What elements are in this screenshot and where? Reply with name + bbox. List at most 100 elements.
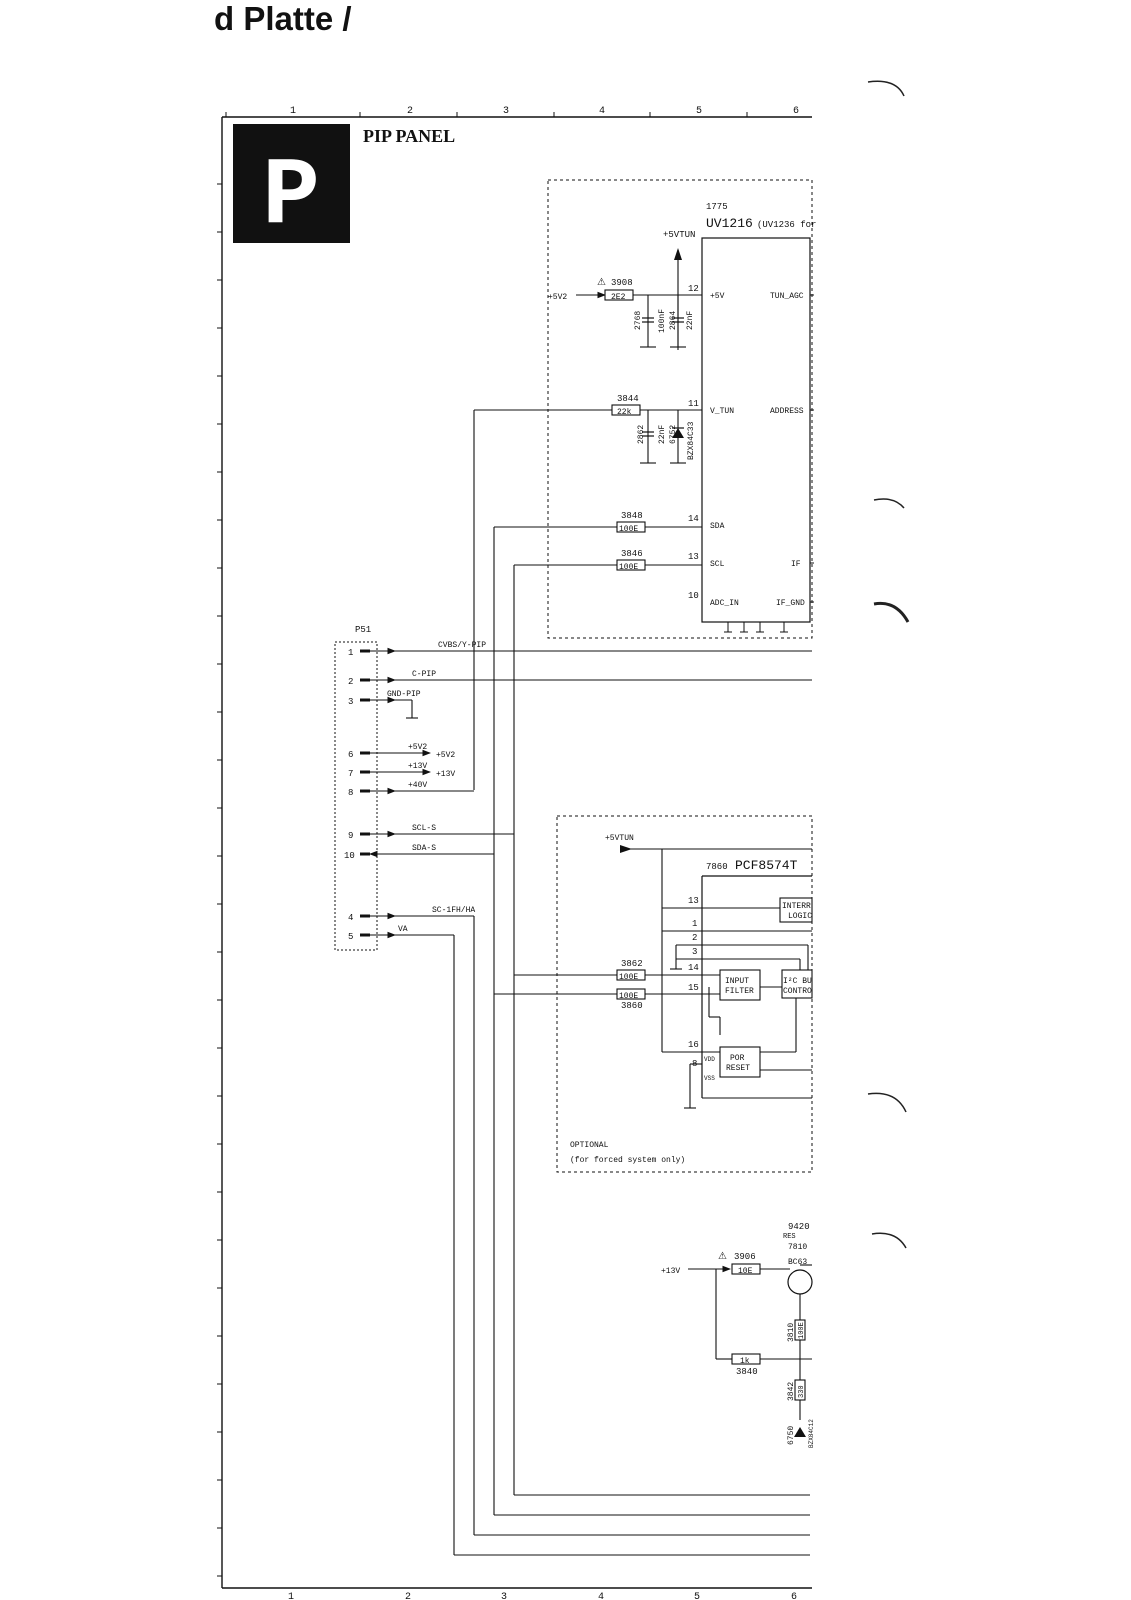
ruler-tick: 1: [288, 1592, 294, 1600]
tuner-type: UV1216: [706, 216, 753, 231]
resistor-3810: [794, 1319, 806, 1341]
pin-num: 6: [348, 750, 353, 760]
pin-name: TUN_AGC: [770, 292, 804, 301]
ruler-tick: 3: [501, 1592, 507, 1600]
optional-note-detail: (for forced system only): [570, 1156, 685, 1165]
pin-num: 14: [688, 514, 699, 524]
component-value: 2E2: [611, 293, 626, 302]
pin-num: 15: [688, 983, 699, 993]
signal-label: +5V2: [408, 743, 427, 752]
component-ref: 2768: [634, 311, 643, 330]
expander-pins: 13 1 2 3 14 15 16 8: [688, 896, 699, 1069]
ruler-tick: 5: [694, 1592, 700, 1600]
pin-num: 13: [688, 896, 699, 906]
pin-name: IF_GND: [776, 599, 805, 608]
pin-name: SCL: [710, 560, 725, 569]
pin-num: 1: [348, 648, 353, 658]
resistor-3848: [616, 521, 646, 533]
component-ref: 3840: [736, 1367, 758, 1377]
por-reset-block: [719, 1046, 761, 1078]
optional-note: OPTIONAL: [570, 1141, 609, 1150]
component-value: BZX84C33: [687, 421, 696, 460]
ruler-tick: 4: [599, 106, 605, 117]
signal-label: +13V: [408, 762, 427, 771]
component-ref: 9420: [788, 1222, 810, 1232]
ruler-tick: 6: [793, 106, 799, 117]
signal-label: SDA-S: [412, 844, 436, 853]
pin-num: 10: [344, 851, 355, 861]
ruler-top: 1 2 3 4 5 6: [290, 106, 799, 117]
resistor-3844: [611, 404, 641, 416]
pin-name: ADDRESS: [770, 407, 804, 416]
resistor-3840: [731, 1353, 761, 1365]
pin-name: +5V: [710, 292, 725, 301]
resistor-3842: [794, 1379, 806, 1401]
component-value: 100nF: [658, 309, 667, 333]
tuner-variant: (UV1236 for: [757, 220, 816, 230]
block-label: I²C BU: [783, 977, 812, 986]
component-value: 22nF: [658, 425, 667, 444]
input-filter-block: [719, 969, 761, 1001]
tuner-section: [547, 179, 813, 639]
resistor-3846: [616, 559, 646, 571]
component-ref: 2864: [669, 311, 678, 330]
ruler-tick: 1: [290, 106, 296, 117]
signal-label: VA: [398, 925, 408, 934]
connector-signals: CVBS/Y-PIP C-PIP GND-PIP +5V2 +5V2 +13V …: [387, 641, 486, 934]
block-label: RESET: [726, 1064, 750, 1073]
pin-name: VDD: [704, 1056, 715, 1063]
page-heading: d Platte /: [214, 0, 352, 37]
capacitor-symbols: [642, 317, 684, 323]
component-value: BC63: [788, 1258, 807, 1267]
pin-num: 5: [348, 932, 353, 942]
i2c-tuner-net: [493, 526, 702, 1515]
component-value: 1k: [740, 1357, 750, 1366]
pin-name: ADC_IN: [710, 599, 739, 608]
pin-num: 12: [688, 284, 699, 294]
tuner-ic: [701, 237, 811, 623]
panel-badge: [233, 124, 350, 243]
component-value: 10E: [738, 1267, 753, 1276]
component-ref: 3848: [621, 511, 643, 521]
ruler-tick: 2: [405, 1592, 411, 1600]
source-label: +13V: [661, 1267, 680, 1276]
ruler-tick: 5: [696, 106, 702, 117]
component-ref: 3844: [617, 394, 639, 404]
pin-num: 13: [688, 552, 699, 562]
ruler-tick: 4: [598, 1592, 604, 1600]
block-label: INPUT: [725, 977, 749, 986]
component-value: 100E: [619, 563, 638, 572]
source-label: +5V2: [548, 293, 567, 302]
frame: [217, 112, 812, 1589]
transistor-7810: [787, 1269, 813, 1295]
pin-name: V_TUN: [710, 407, 734, 416]
ruler-tick: 6: [791, 1592, 797, 1600]
expander-supply-label: +5VTUN: [605, 834, 634, 843]
component-value: 100E: [798, 1322, 806, 1339]
resistor-3862: [616, 969, 646, 981]
block-label: LOGIC: [788, 912, 812, 921]
signal-label: +5V2: [436, 751, 455, 760]
component-ref: 2862: [637, 425, 646, 444]
component-ref: 3842: [787, 1382, 796, 1401]
component-ref: 3908: [611, 278, 633, 288]
pin-num: 9: [348, 831, 353, 841]
tuner-pin-stubs: [724, 294, 814, 633]
component-ref: 3846: [621, 549, 643, 559]
component-ref: 3810: [787, 1323, 796, 1342]
signal-label: +40V: [408, 781, 427, 790]
pin-num: 11: [688, 399, 699, 409]
tuner-ref: 1775: [706, 202, 728, 212]
resistor-3860: [616, 988, 646, 1000]
signal-label: SC-1FH/HA: [432, 906, 475, 915]
pin-num: 2: [692, 933, 697, 943]
pin-num: 1: [692, 919, 697, 929]
pin-name: IF: [791, 560, 801, 569]
pin-name: SDA: [710, 522, 725, 531]
ruler-tick: 3: [503, 106, 509, 117]
pin-num: 14: [688, 963, 699, 973]
zener-6750: [794, 1427, 806, 1437]
cap-diode-symbols: [642, 427, 684, 438]
signal-label: +13V: [436, 770, 455, 779]
